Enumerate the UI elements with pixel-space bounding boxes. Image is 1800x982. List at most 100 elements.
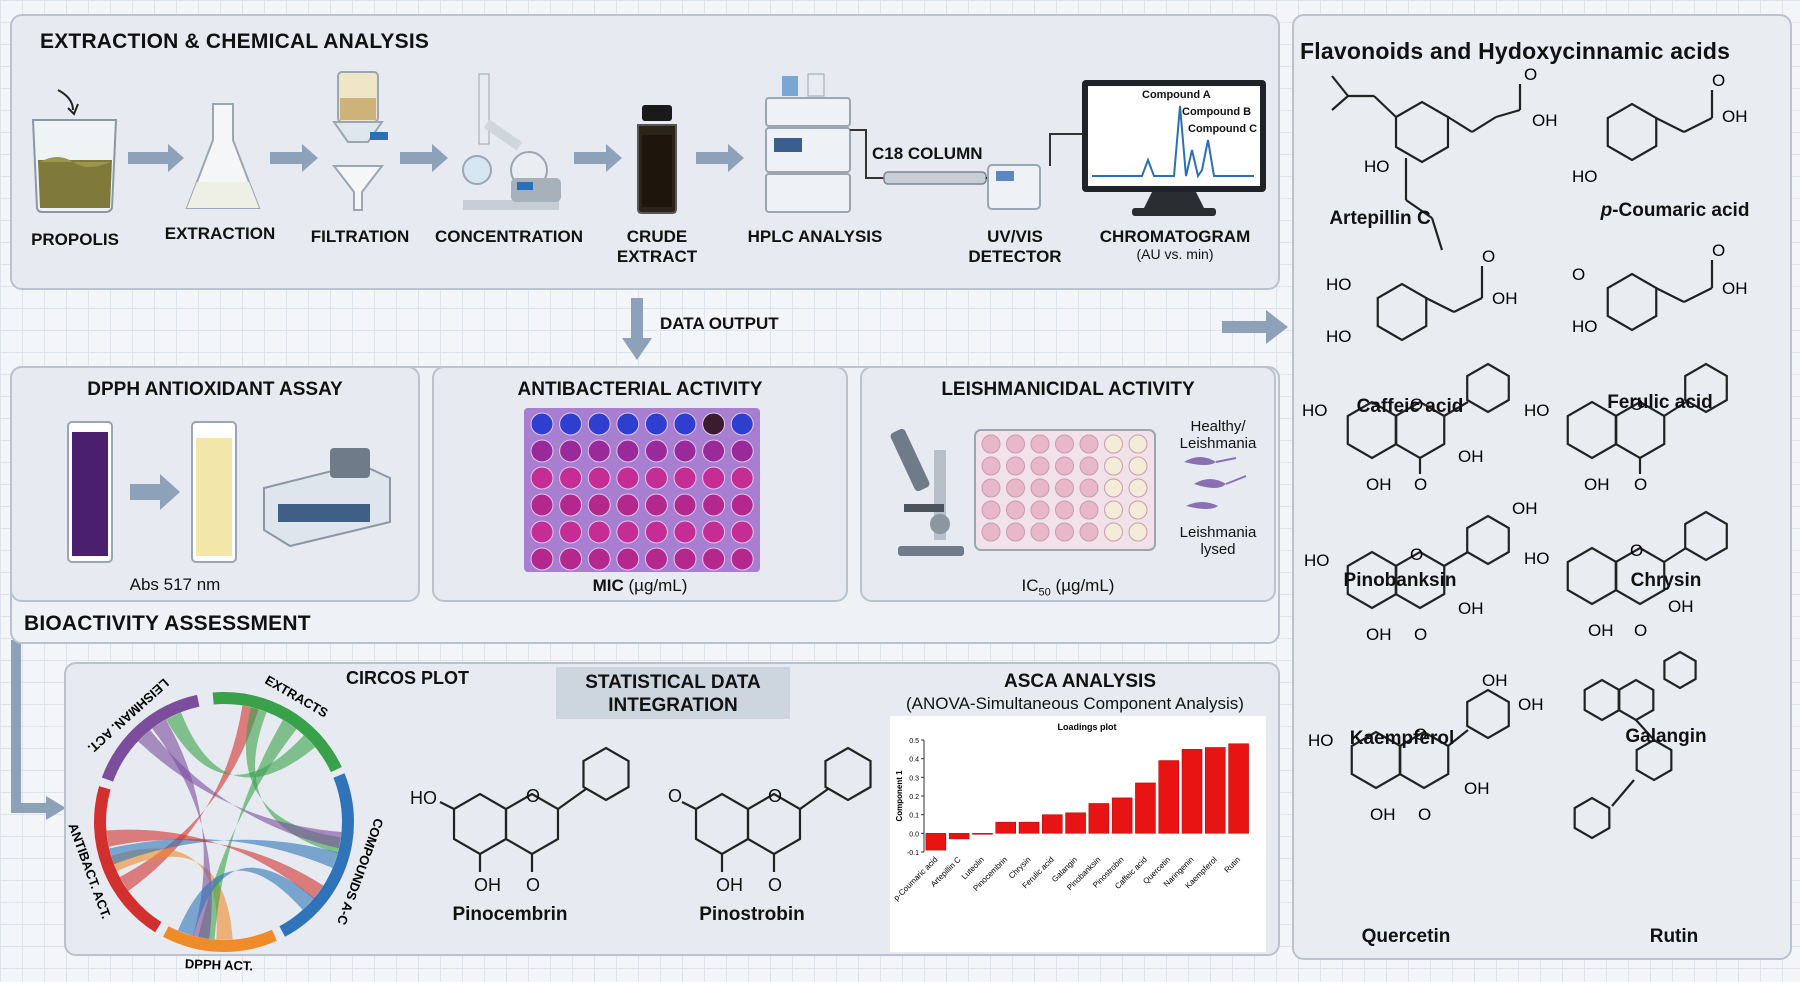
- y-tick-label: -0.1: [907, 850, 919, 857]
- circos-segment: [162, 926, 277, 952]
- y-axis-label: Component 1: [895, 770, 904, 822]
- mic-well: [644, 520, 668, 544]
- leish-well: [1104, 478, 1123, 498]
- to-flavonoids-arrow: [1222, 310, 1288, 344]
- atom-label: OH: [1458, 447, 1484, 466]
- c18-column-label: C18 COLUMN: [872, 144, 983, 163]
- mic-well: [616, 493, 640, 517]
- atom-label: OH: [1518, 695, 1544, 714]
- y-tick-label: 0.0: [909, 831, 919, 838]
- bar: [1065, 812, 1086, 834]
- step-extraction: EXTRACTION: [164, 224, 276, 243]
- mic-unit: (µg/mL): [628, 576, 688, 595]
- flavonoids-panel: [1292, 14, 1792, 960]
- bond-line: [1447, 116, 1473, 133]
- atom-label: OH: [1370, 805, 1396, 824]
- asca-subtitle: (ANOVA-Simultaneous Component Analysis): [906, 694, 1244, 713]
- leishmania-well-plate: [974, 429, 1156, 551]
- bar: [972, 833, 993, 835]
- quercetin-name: Quercetin: [1361, 926, 1451, 947]
- leish-well: [1104, 456, 1123, 476]
- mic-well: [702, 439, 726, 463]
- atom-label: O: [1524, 65, 1537, 84]
- mic-well: [673, 439, 697, 463]
- mic-well: [673, 493, 697, 517]
- atom-label: OH: [1584, 475, 1610, 494]
- data-output-arrow: [622, 298, 652, 360]
- mic-well: [587, 466, 611, 490]
- mic-well: [559, 520, 583, 544]
- asca-title: ASCA ANALYSIS: [1003, 671, 1157, 692]
- antibacterial-title: ANTIBACTERIAL ACTIVITY: [517, 379, 763, 400]
- benzene-ring: [1466, 362, 1510, 414]
- mic-well: [587, 520, 611, 544]
- leish-well: [1128, 434, 1148, 454]
- atom-label: HO: [1302, 401, 1328, 420]
- ic50-readout: IC50 (µg/mL): [860, 576, 1276, 598]
- atom-label: OH: [1532, 111, 1558, 130]
- leish-well: [1006, 478, 1025, 498]
- bond-line: [1471, 116, 1497, 133]
- pinostrobin-structure: [681, 746, 872, 872]
- bar: [1228, 743, 1249, 834]
- mic-well: [587, 493, 611, 517]
- atom-label: HO: [1524, 401, 1550, 420]
- step-arrows: [128, 144, 744, 172]
- atom-label: OH: [1668, 597, 1694, 616]
- chromatogram-unit: (AU vs. min): [1136, 246, 1214, 262]
- extraction-flask-icon: [185, 103, 261, 209]
- atom-label: HO: [1572, 317, 1598, 336]
- leish-well: [1128, 500, 1148, 520]
- mic-well-plate: [524, 408, 760, 572]
- circos-ribbon: [137, 730, 342, 849]
- mic-well: [559, 466, 583, 490]
- mic-well: [559, 547, 583, 571]
- atom-label: HO: [1524, 549, 1550, 568]
- circos-ribbon: [166, 712, 316, 778]
- bond-line: [1443, 551, 1469, 567]
- compound-a-label: Compound A: [1142, 89, 1211, 101]
- circos-segment: [212, 692, 342, 773]
- data-output-label: DATA OUTPUT: [660, 314, 779, 333]
- integration-title-box: [556, 667, 790, 719]
- atom-label: OH: [1512, 499, 1538, 518]
- bond-line: [1331, 75, 1349, 97]
- pinocembrin-name: Pinocembrin: [452, 904, 568, 925]
- pinobanksin-name: Pinobanksin: [1343, 570, 1457, 591]
- bond-line: [1453, 297, 1483, 313]
- benzene-ring: [1684, 362, 1728, 414]
- bond-line: [1663, 547, 1687, 563]
- lysed-leishmania-label: Leishmania lysed: [1179, 524, 1257, 558]
- pinostrobin-o-keto: O: [768, 875, 783, 895]
- pinostrobin-name: Pinostrobin: [699, 904, 805, 925]
- bond-line: [1331, 95, 1349, 111]
- y-tick-label: 0.1: [909, 813, 919, 820]
- atom-label: OH: [1464, 779, 1490, 798]
- atom-label: O: [1414, 625, 1427, 644]
- leish-well: [1079, 456, 1099, 476]
- benzene-ring: [1606, 102, 1658, 162]
- mic-well: [644, 493, 668, 517]
- pinocembrin-structure: [439, 746, 630, 872]
- leish-well: [1006, 456, 1025, 476]
- bond-line: [1635, 719, 1655, 741]
- mic-well: [616, 520, 640, 544]
- step-crude-extract: CRUDE EXTRACT: [616, 227, 698, 266]
- mic-well: [702, 493, 726, 517]
- benzene-ring: [1466, 514, 1510, 566]
- leish-well: [1104, 522, 1123, 542]
- healthy-leishmania-label: Healthy/ Leishmania: [1179, 418, 1257, 452]
- leish-well: [1030, 522, 1050, 542]
- circos-ribbon: [109, 838, 339, 869]
- step-propolis: PROPOLIS: [31, 230, 119, 249]
- compound-b-label: Compound B: [1182, 106, 1252, 118]
- leishmanicidal-title: LEISHMANICIDAL ACTIVITY: [941, 379, 1195, 400]
- leish-well: [1006, 434, 1025, 454]
- integration-title: STATISTICAL DATA INTEGRATION: [585, 672, 761, 716]
- aromatic-ring: [694, 792, 750, 856]
- rotary-evaporator-icon: [462, 73, 561, 210]
- leish-well: [1128, 456, 1148, 476]
- atom-label: HO: [1326, 327, 1352, 346]
- ic50-label: IC: [1021, 576, 1039, 595]
